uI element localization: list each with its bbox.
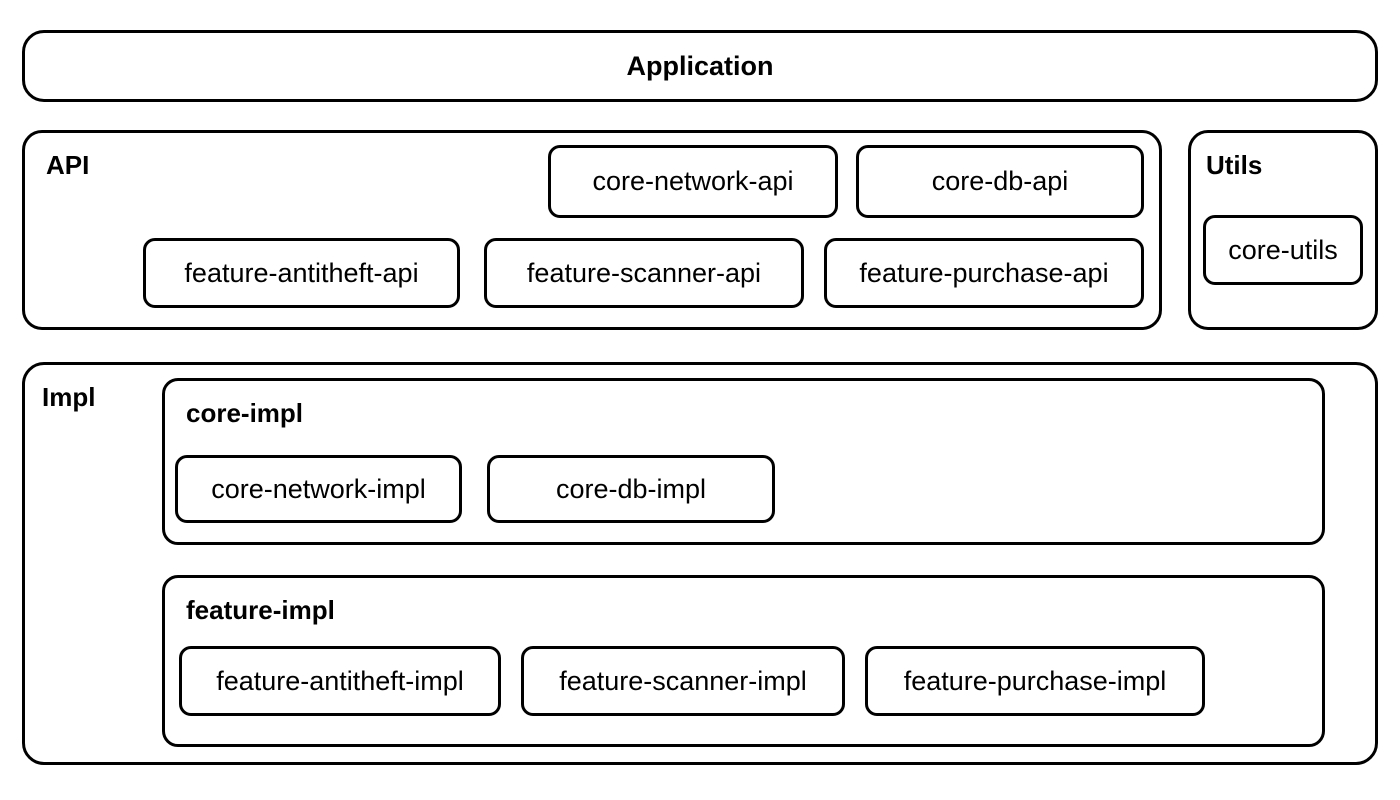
module-box-feature-scanner-impl: feature-scanner-impl [521,646,845,716]
module-box-feature-antitheft-impl: feature-antitheft-impl [179,646,501,716]
module-box-core-db-api: core-db-api [856,145,1144,218]
module-box-feature-scanner-api: feature-scanner-api [484,238,804,308]
module-box-core-utils: core-utils [1203,215,1363,285]
core-impl-subgroup-label: core-impl [186,398,304,428]
module-box-feature-purchase-impl: feature-purchase-impl [865,646,1205,716]
module-box-feature-purchase-api: feature-purchase-api [824,238,1144,308]
impl-group-label: Impl [42,382,96,412]
api-group-label: API [46,150,90,180]
module-box-core-db-impl: core-db-impl [487,455,775,523]
module-box-core-network-api: core-network-api [548,145,838,218]
feature-impl-subgroup-label: feature-impl [186,595,335,625]
application-layer-box: Application [22,30,1378,102]
module-box-core-network-impl: core-network-impl [175,455,462,523]
module-box-feature-antitheft-api: feature-antitheft-api [143,238,460,308]
utils-group-label: Utils [1206,150,1263,180]
